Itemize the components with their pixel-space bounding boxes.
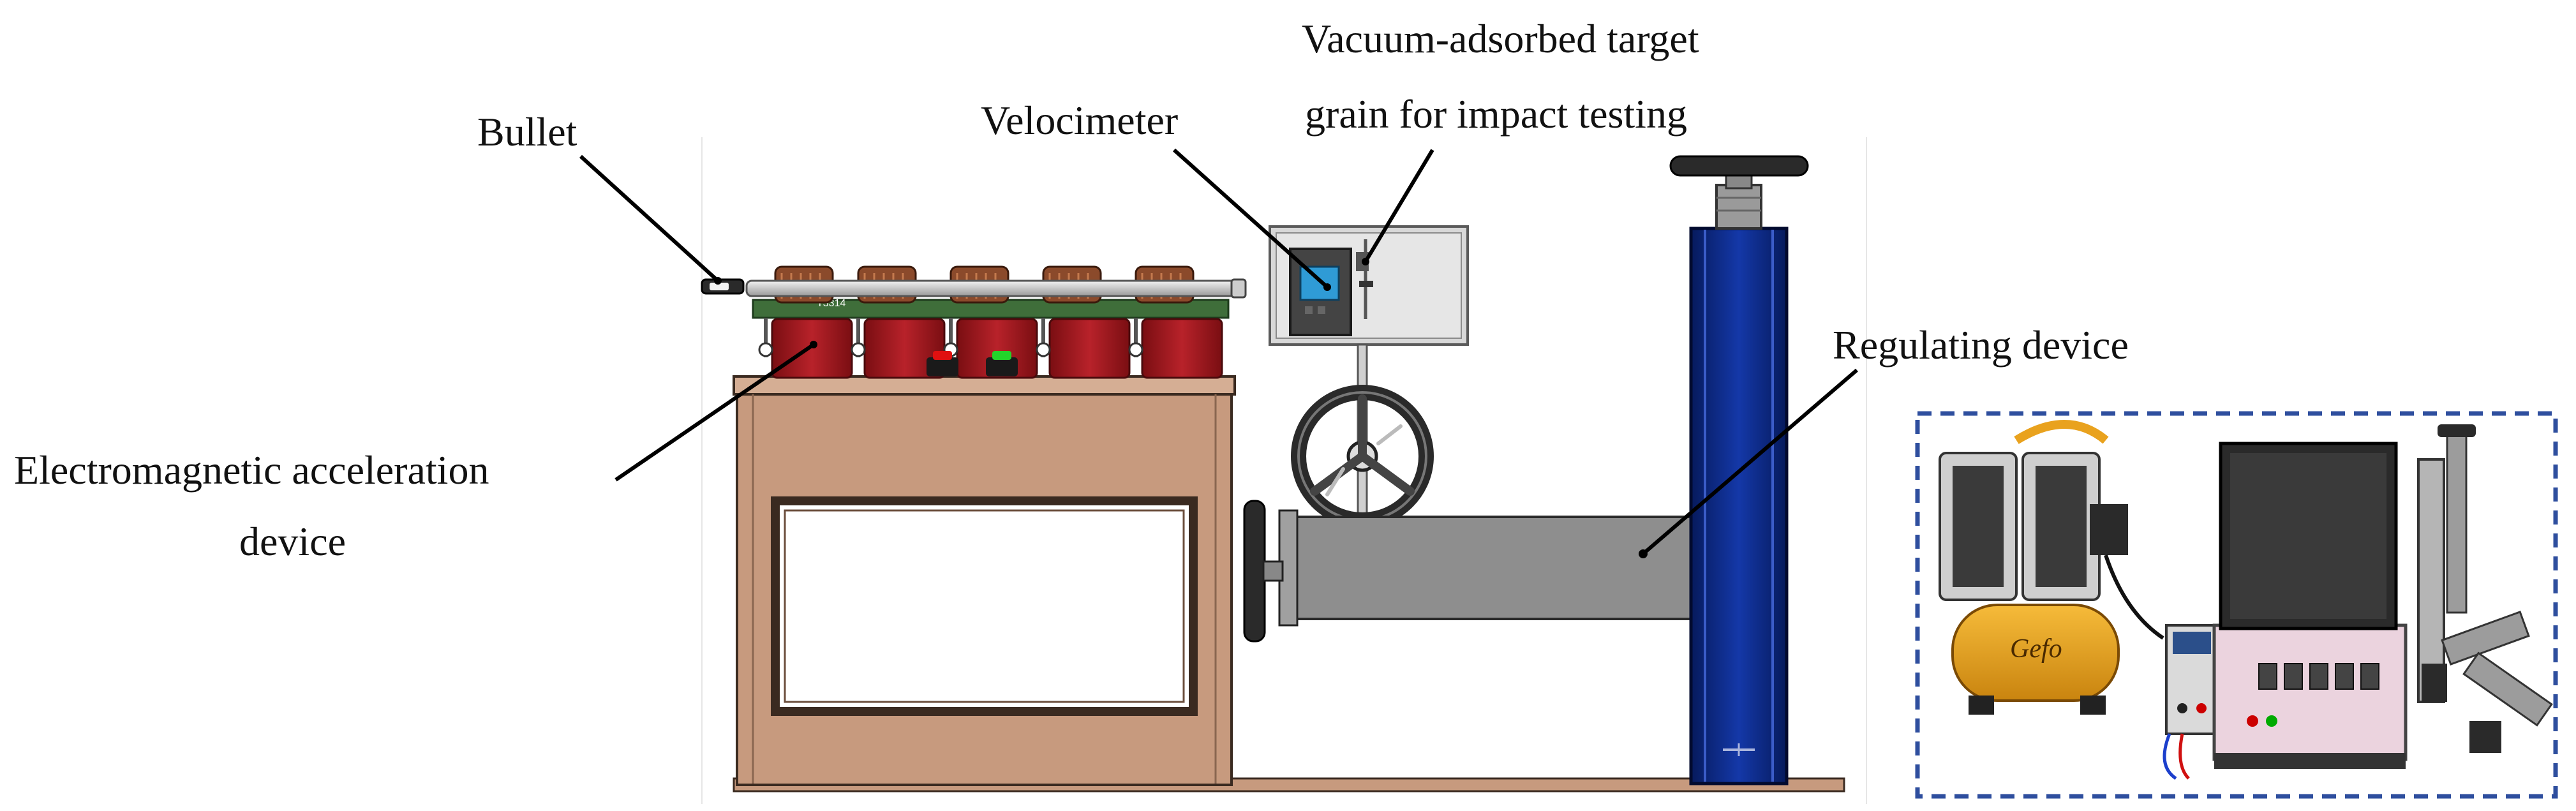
label-vacuum-line1: Vacuum-adsorbed target xyxy=(1302,16,1699,61)
label-electromagnetic-line2: device xyxy=(239,519,346,564)
velocimeter-leader xyxy=(1172,148,1329,289)
bullet-leader xyxy=(579,154,720,283)
velocimeter-screen xyxy=(1299,265,1340,301)
electromagnetic-leader xyxy=(614,343,815,482)
red-indicator-light xyxy=(927,357,958,376)
regulating-device xyxy=(1243,155,1809,785)
label-vacuum-line2: grain for impact testing xyxy=(1305,91,1687,137)
electromagnetic-acceleration-device: T3314 xyxy=(733,265,1845,792)
label-regulating: Regulating device xyxy=(1833,322,2129,368)
leader-lines xyxy=(579,148,1858,556)
power-supply xyxy=(2163,624,2219,780)
label-velocimeter: Velocimeter xyxy=(981,98,1178,143)
label-electromagnetic-line1: Electromagnetic acceleration xyxy=(14,447,489,493)
regulating-leader xyxy=(1642,368,1858,556)
barrel-tube xyxy=(745,279,1242,297)
compressor-brand: Gefo xyxy=(2010,634,2062,664)
green-indicator-light xyxy=(986,357,1018,376)
vacuum-leader xyxy=(1364,149,1434,263)
bullet xyxy=(701,278,745,295)
air-compressor: Gefo xyxy=(1939,420,2164,715)
label-bullet: Bullet xyxy=(477,109,577,154)
blue-column xyxy=(1689,227,1789,785)
linear-stage xyxy=(2417,424,2553,753)
equipment-case xyxy=(2212,442,2408,769)
column-top-handle xyxy=(1669,155,1809,177)
photo-inset: Gefo xyxy=(1915,411,2558,799)
regulating-arm xyxy=(1291,516,1695,620)
